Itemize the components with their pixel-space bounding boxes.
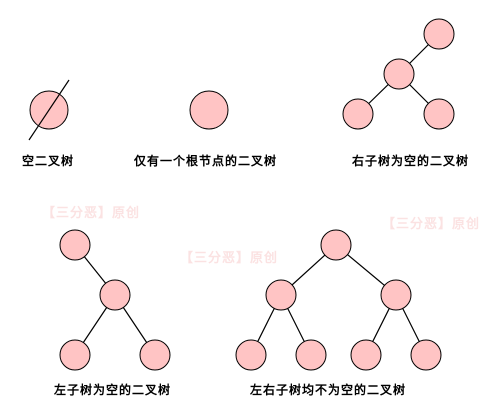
empty-tree-slash xyxy=(28,79,70,141)
tree-node xyxy=(99,279,131,311)
root-node xyxy=(189,90,229,130)
caption-root-only-tree: 仅有一个根节点的二叉树 xyxy=(134,154,278,168)
watermark: 【三分恶】原创 xyxy=(382,217,481,232)
tree-node xyxy=(380,279,412,311)
caption-right-subtree-empty: 右子树为空的二叉树 xyxy=(352,154,470,168)
right-subtree-empty-diagram xyxy=(342,18,455,130)
caption-empty-tree: 空二叉树 xyxy=(22,154,75,168)
tree-node xyxy=(383,58,415,90)
full-tree-diagram xyxy=(235,229,442,371)
caption-left-subtree-empty: 左子树为空的二叉树 xyxy=(54,383,172,397)
tree-node xyxy=(342,98,374,130)
tree-node xyxy=(423,18,455,50)
left-subtree-empty-diagram xyxy=(59,229,171,371)
caption-both-subtrees-nonempty: 左右子树均不为空的二叉树 xyxy=(250,383,407,397)
tree-node xyxy=(423,98,455,130)
tree-node xyxy=(59,339,91,371)
root-only-tree-diagram xyxy=(189,90,229,130)
tree-node xyxy=(410,339,442,371)
watermark: 【三分恶】原创 xyxy=(180,251,279,266)
tree-node xyxy=(295,339,327,371)
tree-node xyxy=(235,339,267,371)
tree-node xyxy=(59,229,91,261)
tree-node xyxy=(139,339,171,371)
tree-node xyxy=(350,339,382,371)
empty-tree-diagram xyxy=(28,79,70,141)
watermark: 【三分恶】原创 xyxy=(42,206,141,221)
tree-node xyxy=(265,279,297,311)
tree-node xyxy=(320,229,352,261)
